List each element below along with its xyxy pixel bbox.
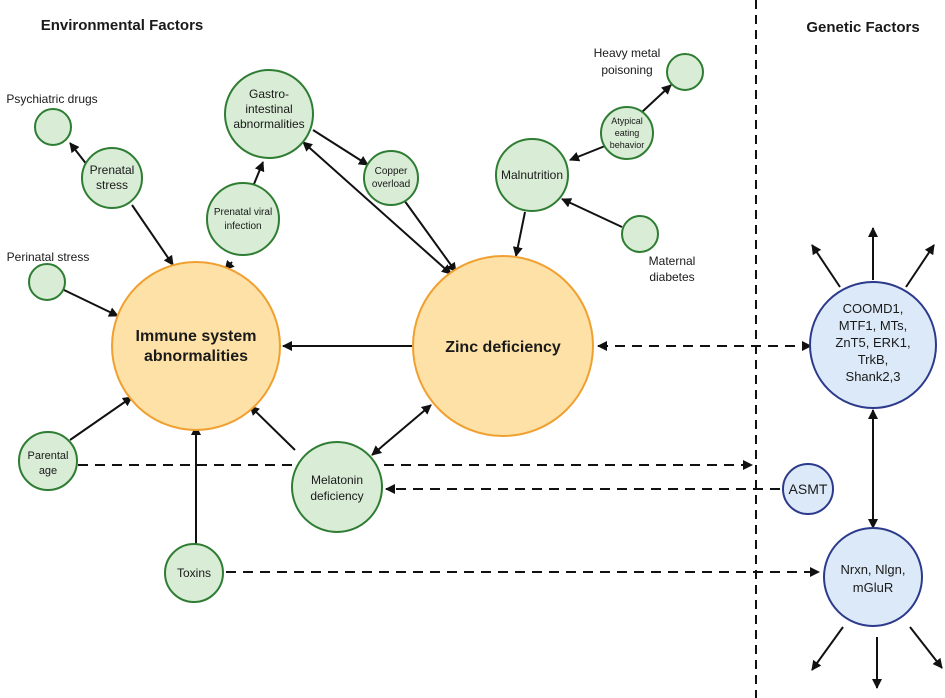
coomd-label-line-4: TrkB, bbox=[858, 352, 889, 367]
immune-label-line-1: Immune system bbox=[136, 328, 257, 345]
atypical-label-line-1: Atypical bbox=[611, 116, 643, 126]
nrxn-node: Nrxn, Nlgn, mGluR bbox=[823, 527, 923, 627]
heavy-metal-label-line-1: Heavy metal bbox=[594, 46, 661, 60]
edge-melatonin-zinc bbox=[371, 404, 432, 456]
edge-atypical-to-malnutrition bbox=[569, 145, 606, 162]
prenatal-viral-label-line-1: Prenatal viral bbox=[214, 207, 272, 218]
prenatal-stress-label-line-1: Prenatal bbox=[90, 163, 135, 177]
edge-coomd-out-left bbox=[811, 244, 841, 288]
gastro-label-line-2: intestinal bbox=[245, 102, 292, 116]
prenatal-viral-label-line-2: infection bbox=[224, 221, 261, 232]
gastro-label-line-1: Gastro- bbox=[249, 87, 289, 101]
dashed-arrows bbox=[78, 341, 820, 577]
melatonin-node: Melatonin deficiency bbox=[291, 441, 383, 533]
edge-malnutrition-to-zinc bbox=[512, 211, 526, 257]
asmt-label: ASMT bbox=[789, 481, 828, 497]
maternal-label-line-2: diabetes bbox=[649, 270, 694, 284]
edge-nrxn-out-right bbox=[909, 626, 943, 669]
copper-label-line-1: Copper bbox=[375, 166, 408, 177]
zinc-label: Zinc deficiency bbox=[445, 339, 561, 356]
edge-parental-to-immune bbox=[69, 396, 133, 441]
psychiatric-drugs-node: Psychiatric drugs bbox=[6, 92, 98, 146]
perinatal-label: Perinatal stress bbox=[7, 250, 90, 264]
atypical-label-line-3: behavior bbox=[610, 140, 645, 150]
toxins-label: Toxins bbox=[177, 566, 211, 580]
heavy-metal-label-line-2: poisoning bbox=[601, 63, 652, 77]
prenatal-stress-node: Prenatal stress bbox=[81, 147, 143, 209]
melatonin-label-line-1: Melatonin bbox=[311, 473, 363, 487]
copper-label-line-2: overload bbox=[372, 179, 410, 190]
zinc-deficiency-node: Zinc deficiency bbox=[412, 255, 594, 437]
asmt-node: ASMT bbox=[782, 463, 834, 515]
edge-perinatal-to-immune bbox=[63, 289, 119, 317]
perinatal-stress-node: Perinatal stress bbox=[7, 250, 90, 301]
edge-maternal-to-malnutrition bbox=[561, 198, 623, 228]
gastro-node: Gastro- intestinal abnormalities bbox=[224, 69, 314, 159]
coomd-label-line-2: MTF1, MTs, bbox=[839, 318, 908, 333]
coomd-label-line-5: Shank2,3 bbox=[846, 369, 901, 384]
maternal-diabetes-node: Maternal diabetes bbox=[621, 215, 696, 284]
psychiatric-label: Psychiatric drugs bbox=[6, 92, 97, 106]
nrxn-label-line-2: mGluR bbox=[853, 580, 893, 595]
prenatal-stress-label-line-2: stress bbox=[96, 178, 128, 192]
parental-label-line-2: age bbox=[39, 465, 57, 477]
edge-viral-to-gastro bbox=[253, 161, 265, 185]
parental-age-node: Parental age bbox=[18, 431, 78, 491]
environmental-factors-heading: Environmental Factors bbox=[41, 17, 204, 34]
immune-label-line-2: abnormalities bbox=[144, 348, 248, 365]
melatonin-label-line-2: deficiency bbox=[310, 489, 363, 503]
atypical-eating-node: Atypical eating behavior bbox=[600, 106, 654, 160]
coomd-label-line-3: ZnT5, ERK1, bbox=[835, 335, 910, 350]
solid-arrows bbox=[63, 84, 943, 689]
nrxn-label-line-1: Nrxn, Nlgn, bbox=[840, 562, 905, 577]
malnutrition-label: Malnutrition bbox=[501, 168, 563, 182]
genetic-factors-heading: Genetic Factors bbox=[806, 19, 919, 36]
malnutrition-node: Malnutrition bbox=[495, 138, 569, 212]
edge-melatonin-to-immune bbox=[249, 405, 296, 451]
edge-coomd-out-right bbox=[905, 244, 935, 288]
prenatal-viral-node: Prenatal viral infection bbox=[206, 182, 280, 256]
edge-copper-to-zinc bbox=[403, 199, 457, 273]
coomd-label-line-1: COOMD1, bbox=[843, 301, 904, 316]
edge-gastro-to-copper bbox=[312, 129, 369, 166]
edge-atypical-to-heavy-metal bbox=[641, 84, 672, 113]
edge-prenatal-stress-to-immune bbox=[131, 204, 174, 266]
copper-overload-node: Copper overload bbox=[363, 150, 419, 206]
atypical-label-line-2: eating bbox=[615, 128, 640, 138]
maternal-label-line-1: Maternal bbox=[649, 254, 696, 268]
heavy-metal-node: Heavy metal poisoning bbox=[594, 46, 704, 91]
parental-label-line-1: Parental bbox=[28, 450, 69, 462]
edge-gastro-zinc bbox=[302, 141, 452, 275]
gastro-label-line-3: abnormalities bbox=[233, 117, 304, 131]
coomd-genes-node: COOMD1, MTF1, MTs, ZnT5, ERK1, TrkB, Sha… bbox=[809, 281, 937, 409]
immune-system-node: Immune system abnormalities bbox=[111, 261, 281, 431]
toxins-node: Toxins bbox=[164, 543, 224, 603]
edge-nrxn-out-left bbox=[811, 626, 844, 671]
